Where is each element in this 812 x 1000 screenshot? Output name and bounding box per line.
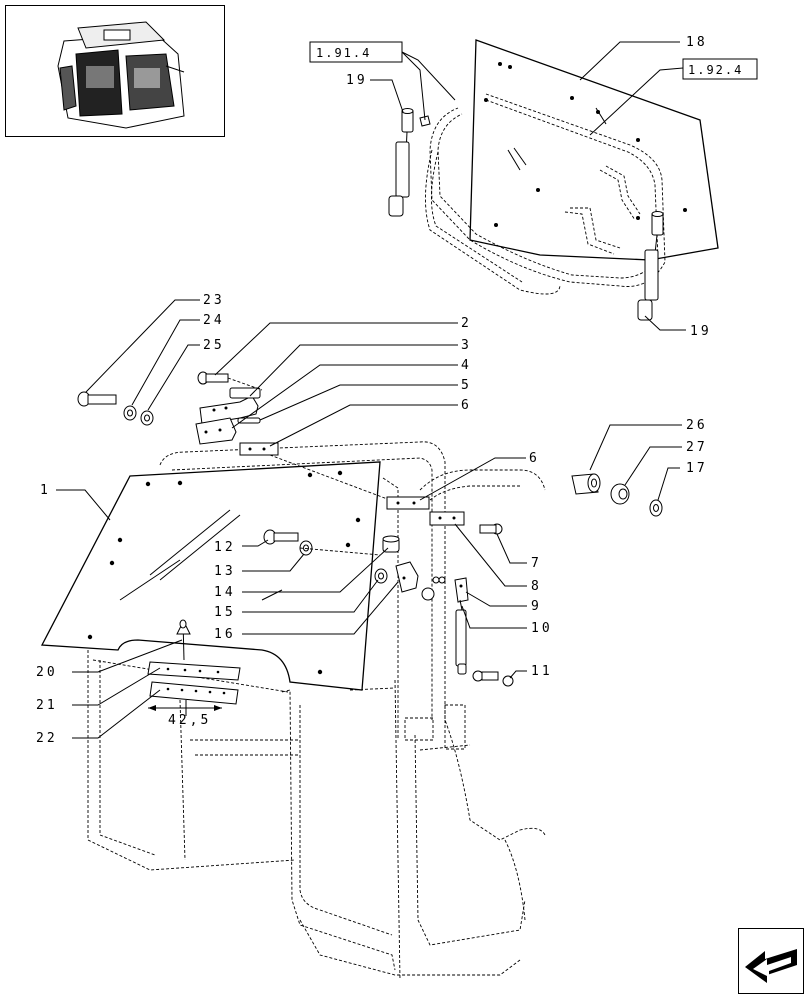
cab-frame-outline <box>87 441 546 981</box>
part-label-4: 4 <box>461 358 472 373</box>
washer-17 <box>649 499 663 517</box>
part-label-14: 14 <box>214 585 236 600</box>
part-label-20: 20 <box>36 665 58 680</box>
bolt-23 <box>77 391 117 407</box>
washer-25 <box>140 410 154 426</box>
reference-box-1-91-4 <box>309 41 403 63</box>
part-label-9: 9 <box>531 599 542 614</box>
reference-1-91-4: 1.91.4 <box>316 46 371 60</box>
previous-page-button[interactable] <box>738 928 804 994</box>
gas-strut-10 <box>455 599 467 675</box>
part-label-16: 16 <box>214 627 236 642</box>
hinge-bolt <box>197 371 229 385</box>
hinge-shim-lower <box>386 496 430 510</box>
hinge-screw <box>479 523 503 535</box>
part-label-24: 24 <box>203 313 225 328</box>
gas-strut-upper <box>388 108 431 217</box>
part-label-3: 3 <box>461 338 472 353</box>
reference-1-92-4: 1.92.4 <box>688 63 743 77</box>
hinge-leaf <box>429 511 465 526</box>
spacer-14 <box>382 535 400 553</box>
hinge-pin <box>237 417 261 424</box>
part-label-8: 8 <box>531 579 542 594</box>
part-label-2: 2 <box>461 316 472 331</box>
hinge-bracket <box>199 387 261 425</box>
part-label-5: 5 <box>461 378 472 393</box>
part-label-21: 21 <box>36 698 58 713</box>
dimension-arrow <box>148 700 222 716</box>
part-label-19-upper: 19 <box>346 73 368 88</box>
washer-15 <box>374 568 388 584</box>
part-label-6-right: 6 <box>529 451 540 466</box>
part-label-22: 22 <box>36 731 58 746</box>
pin-20 <box>176 619 191 661</box>
part-label-19-lower: 19 <box>690 324 712 339</box>
cab-thumbnail-frame <box>5 5 225 137</box>
plate-21 <box>147 661 241 681</box>
hinge-shim-upper <box>239 442 279 456</box>
cab-overview-thumbnail <box>57 21 185 129</box>
gas-strut-lower <box>637 211 664 321</box>
part-label-6-upper: 6 <box>461 398 472 413</box>
rear-window-glass <box>469 39 719 261</box>
part-label-13: 13 <box>214 564 236 579</box>
side-window-glass <box>40 461 381 691</box>
previous-page-arrow-icon <box>745 949 797 983</box>
bushing-26 <box>571 473 601 495</box>
washer-24 <box>123 405 137 421</box>
plate-22 <box>149 681 239 705</box>
part-label-15: 15 <box>214 605 236 620</box>
bolt-11 <box>472 670 514 687</box>
dimension-label: 42,5 <box>168 713 211 728</box>
part-label-17: 17 <box>686 461 708 476</box>
part-label-12: 12 <box>214 540 236 555</box>
reference-box-1-92-4 <box>682 58 758 80</box>
hinge-plate <box>195 417 237 445</box>
nut-27 <box>610 483 630 505</box>
part-label-23: 23 <box>203 293 225 308</box>
part-label-18: 18 <box>686 35 708 50</box>
leader-lines <box>56 41 686 739</box>
strut-bracket-9 <box>454 577 469 603</box>
part-label-10: 10 <box>531 621 553 636</box>
part-label-11: 11 <box>531 664 553 679</box>
part-label-7: 7 <box>531 556 542 571</box>
part-label-27: 27 <box>686 440 708 455</box>
part-label-25: 25 <box>203 338 225 353</box>
bracket-16 <box>395 561 446 601</box>
rear-window-seal <box>425 93 666 295</box>
part-label-26: 26 <box>686 418 708 433</box>
washer-13 <box>299 540 313 556</box>
part-label-1: 1 <box>40 483 51 498</box>
